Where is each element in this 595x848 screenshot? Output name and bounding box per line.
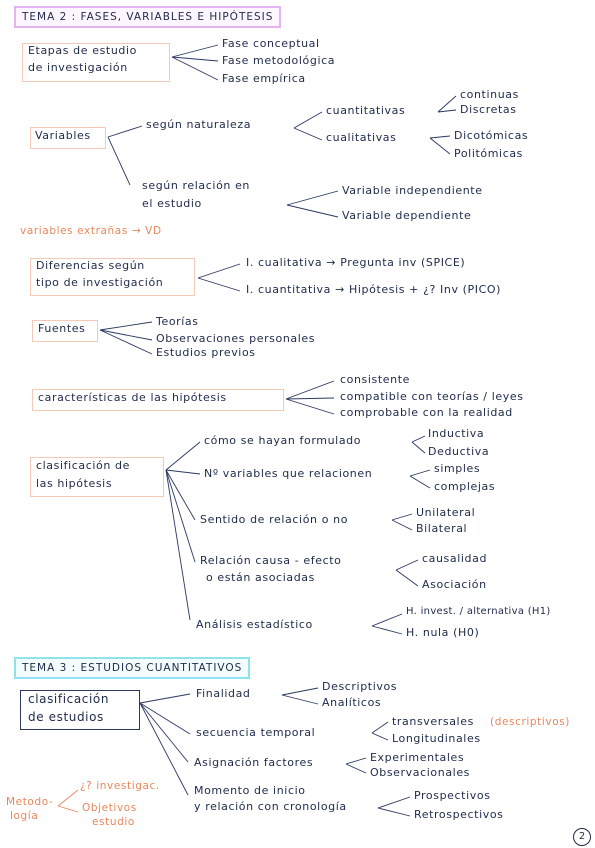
finalidad-label: Finalidad (196, 687, 251, 700)
etapas-box (22, 43, 170, 82)
caracteristica-item: comprobable con la realidad (340, 406, 513, 419)
clasif-item: Bilateral (416, 522, 468, 535)
caracteristica-item: consistente (340, 373, 411, 386)
etapas-label-line2: de investigación (28, 61, 128, 74)
clasif-item: Inductiva (428, 427, 485, 440)
momento-label-line2: y relación con cronología (194, 800, 347, 813)
etapa-item: Fase conceptual (222, 37, 320, 50)
clasif-item: Deductiva (428, 445, 490, 458)
cualitativas-label: cualitativas (326, 131, 397, 144)
etapas-label-line1: Etapas de estudio (28, 44, 137, 57)
momento-label-line1: Momento de inicio (194, 784, 306, 797)
clasificacion-label-line1: clasificación de (36, 459, 131, 472)
caracteristicas-box (32, 389, 284, 411)
fuentes-box (32, 320, 98, 342)
variables-label: Variables (35, 129, 91, 142)
diferencias-row: I. cuantitativa → Hipótesis + ¿? Inv (PI… (246, 283, 502, 296)
cualitativa-item: Politómicas (454, 147, 524, 160)
secuencia-label: secuencia temporal (196, 726, 316, 739)
relacion-item: Variable independiente (342, 184, 483, 197)
clasif-item: complejas (434, 480, 496, 493)
caracteristica-item: compatible con teorías / leyes (340, 390, 524, 403)
fuente-item: Teorías (156, 315, 199, 328)
clasificacion-label-line2: las hipótesis (36, 477, 113, 490)
cualitativa-item: Dicotómicas (454, 129, 529, 142)
metodologia-item: ¿? investigac. (80, 780, 160, 792)
secuencia-item: transversales (392, 715, 474, 728)
clasif-item: H. nula (H0) (406, 626, 480, 639)
clasif-branch-line2: o están asociadas (206, 571, 315, 584)
asignacion-label: Asignación factores (194, 756, 314, 769)
clasif-branch: cómo se hayan formulado (204, 434, 362, 447)
tema2-title: TEMA 2 : FASES, VARIABLES E HIPÓTESIS (14, 6, 282, 28)
momento-item: Retrospectivos (414, 808, 504, 821)
tema3-label-line2: de estudios (28, 710, 104, 724)
naturaleza-label: según naturaleza (146, 118, 252, 131)
diferencias-row: I. cualitativa → Pregunta inv (SPICE) (246, 256, 466, 269)
fuente-item: Estudios previos (156, 346, 256, 359)
clasif-branch: Análisis estadístico (196, 618, 313, 631)
relacion-item: Variable dependiente (342, 209, 472, 222)
diferencias-box (30, 258, 195, 296)
relacion-label-line2: el estudio (142, 197, 202, 210)
variables-extranas-note: variables extrañas → VD (20, 225, 162, 237)
metodologia-label-line2: logía (10, 810, 39, 822)
finalidad-item: Analíticos (322, 696, 382, 709)
clasif-item: Asociación (422, 578, 487, 591)
etapa-item: Fase metodológica (222, 54, 336, 67)
asignacion-item: Experimentales (370, 751, 465, 764)
diferencias-label-line2: tipo de investigación (36, 276, 164, 289)
etapa-item: Fase empírica (222, 72, 306, 85)
cuantitativa-item: Discretas (460, 103, 517, 116)
metodologia-label-line1: Metodo- (6, 796, 54, 808)
caracteristicas-label: características de las hipótesis (38, 391, 227, 404)
clasif-item: simples (434, 462, 481, 475)
momento-item: Prospectivos (414, 789, 491, 802)
variables-box (30, 127, 106, 149)
finalidad-item: Descriptivos (322, 680, 398, 693)
metodologia-item: estudio (92, 816, 135, 828)
asignacion-item: Observacionales (370, 766, 471, 779)
cuantitativa-item: continuas (460, 88, 519, 101)
clasif-branch-line1: Relación causa - efecto (200, 554, 342, 567)
relacion-label-line1: según relación en (142, 179, 251, 192)
clasif-item: causalidad (422, 552, 488, 565)
secuencia-item: Longitudinales (392, 732, 481, 745)
cuantitativas-label: cuantitativas (326, 104, 406, 117)
clasificacion-box (30, 457, 164, 497)
fuente-item: Observaciones personales (156, 332, 316, 345)
diferencias-label-line1: Diferencias según (36, 259, 145, 272)
secuencia-note: (descriptivos) (490, 716, 571, 728)
clasif-item: H. invest. / alternativa (H1) (406, 606, 551, 617)
metodologia-item: Objetivos (82, 802, 137, 814)
fuentes-label: Fuentes (38, 322, 86, 335)
page-number: 2 (573, 828, 591, 846)
clasif-branch: Sentido de relación o no (200, 513, 349, 526)
clasif-item: Unilateral (416, 506, 476, 519)
tema3-label-line1: clasificación (28, 692, 110, 706)
tema3-box (20, 690, 140, 730)
tema3-title: TEMA 3 : ESTUDIOS CUANTITATIVOS (14, 657, 251, 679)
clasif-branch: Nº variables que relacionen (204, 467, 373, 480)
